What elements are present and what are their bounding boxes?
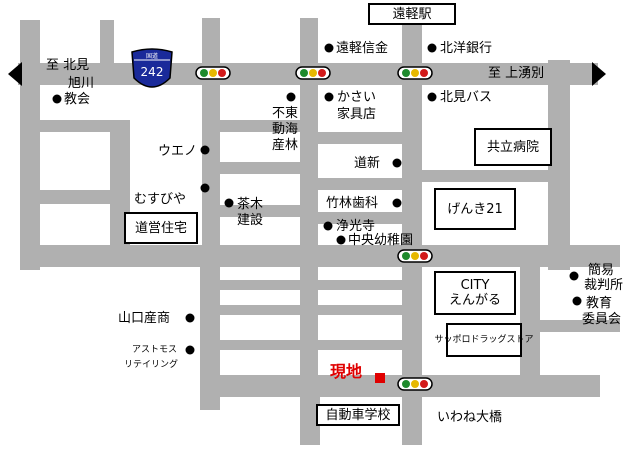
route-shield-number: 242 [141,65,164,79]
traffic-signal-icon [295,66,331,80]
genki21-store: げんき21 [434,188,516,230]
arrow-east-icon [592,62,606,86]
road-network [18,18,620,445]
dochu-housing: 道営住宅 [124,212,198,244]
joko-temple: 浄光寺 [336,219,376,234]
city-engaru: CITY えんがる [434,271,516,315]
fudosan-line3: 産林 [272,138,299,153]
route-shield-top: 国道 [146,52,158,60]
chuo-kindergarten: 中央幼稚園 [348,233,414,248]
kasai-line2: 家具店 [337,107,377,122]
takebayashi-dental: 竹林歯科 [326,196,379,211]
driving-school: 自動車学校 [316,404,400,426]
traffic-signal-icon [195,66,231,80]
astmos-line1: アストモス [132,345,178,355]
place-markers [52,43,582,355]
main-cross-road [20,245,620,267]
site-marker [375,373,385,383]
musubiya: むすびや [134,192,187,207]
court-line2: 裁判所 [584,278,624,293]
arrow-west-icon [8,62,22,86]
engaru-shinkin: 遠軽信金 [336,41,389,56]
traffic-signal-icon [397,249,433,263]
traffic-signals [195,66,433,391]
traffic-signal-icon [397,377,433,391]
kyoritsu-hospital: 共立病院 [474,128,552,166]
board-line1: 教育 [586,296,613,311]
route-shield-icon: 国道 242 [131,48,173,88]
city-line2: えんがる [448,293,501,308]
ueno: ウエノ [158,144,198,159]
fudosan-line1: 不東 [272,106,299,121]
kitami-bus: 北見バス [440,90,493,105]
city-line1: CITY [460,278,490,293]
church: 教会 [64,92,91,107]
traffic-signal-icon [397,66,433,80]
kasai-line1: かさい [337,90,377,105]
astmos-line2: リテイリング [124,360,179,370]
doshin: 道新 [354,156,381,171]
board-line2: 委員会 [582,312,622,327]
genchi-site-label: 現地 [330,362,363,381]
hokuyo-bank: 北洋銀行 [440,41,493,56]
direction-west-line2: 旭川 [68,76,95,91]
station-label: 遠軽駅 [368,3,456,25]
yamaguchi-sangyo: 山口産商 [118,311,171,326]
fudosan-line2: 動海 [272,122,299,137]
chaki-line2: 建設 [237,213,264,228]
sapporo-drug: サッポロドラッグストア [435,323,534,357]
chaki-line1: 茶木 [237,197,264,212]
direction-east: 至 上湧別 [488,66,545,81]
direction-west-line1: 至 北見 [46,58,90,73]
court-line1: 簡易 [588,263,615,278]
iwane-bridge: いわね大橋 [437,410,503,425]
